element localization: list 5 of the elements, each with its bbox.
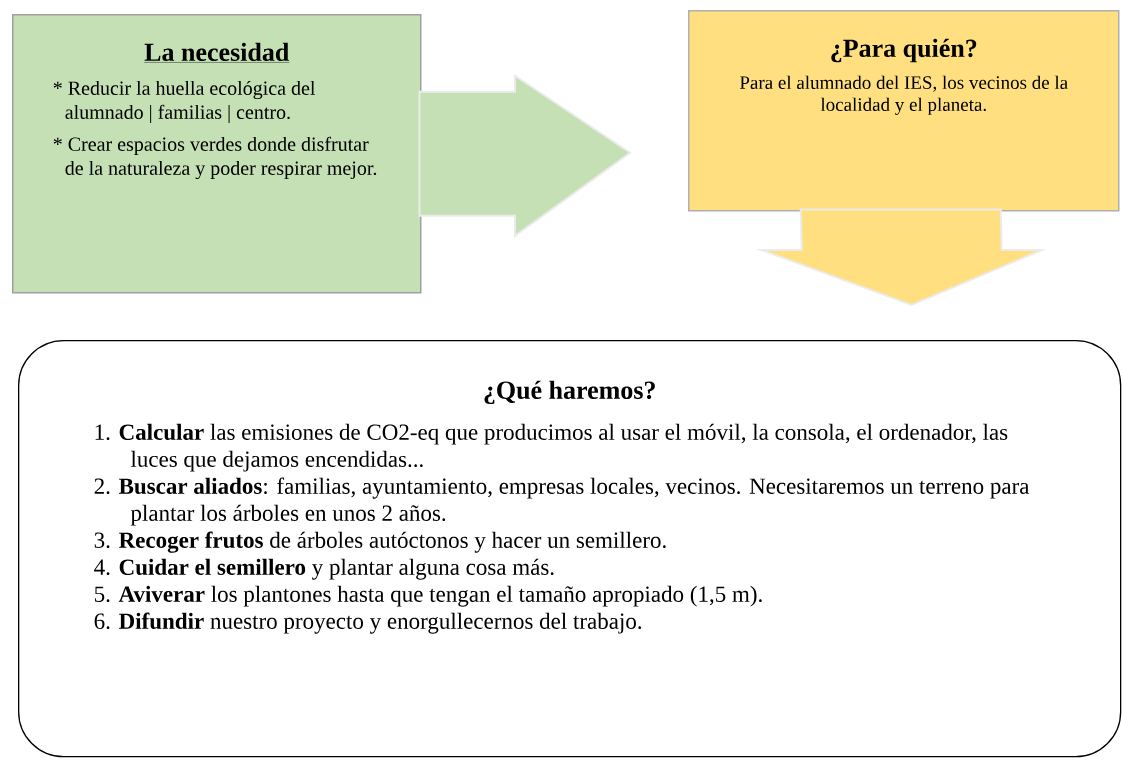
callout-box: La necesidad * Reducir la huella ecológica del alumnado | familias | centro. * Crear espacios verdes donde disfrutar de la naturaleza y poder respirar mejor. — [12, 14, 422, 294]
callout-box: ¿Para quién? Para el alumnado del IES, los vecinos de la localidad y el planeta. — [688, 10, 1120, 212]
callout-box: ¿Qué haremos? 1. Calcular las emisiones de CO2-eq que producimos al usar el móvil, la consola, el ordenador, las luces que dejamos encendidas... 2. Buscar aliados: familias, ayuntamiento, empresas locales, vecinos. Necesitaremos un terreno para plantar los árboles en unos 2 años. 3. Recoger frutos de árboles autóctonos y hacer un semillero. 4. Cuidar el semillero y plantar alguna cosa más. 5. Aviverar los plantones hasta que tengan el tamaño apropiado (1,5 m). 6. Difundir nuestro proyecto y enorgullecernos del trabajo. — [18, 340, 1122, 758]
block-arrow — [418, 73, 632, 238]
block-arrow — [756, 208, 1047, 307]
